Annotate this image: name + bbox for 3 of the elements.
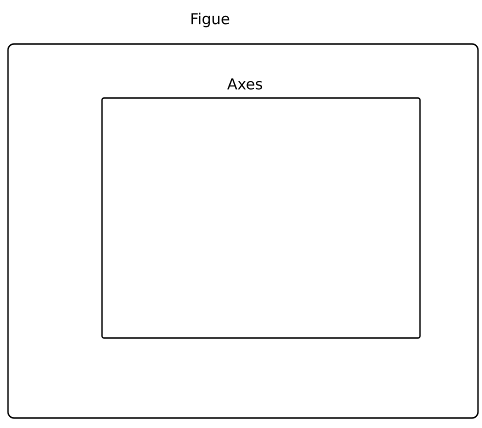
node-label: Axes xyxy=(227,78,262,90)
node-label: Figue xyxy=(191,12,230,28)
labeled-frame: Axes xyxy=(101,78,421,339)
